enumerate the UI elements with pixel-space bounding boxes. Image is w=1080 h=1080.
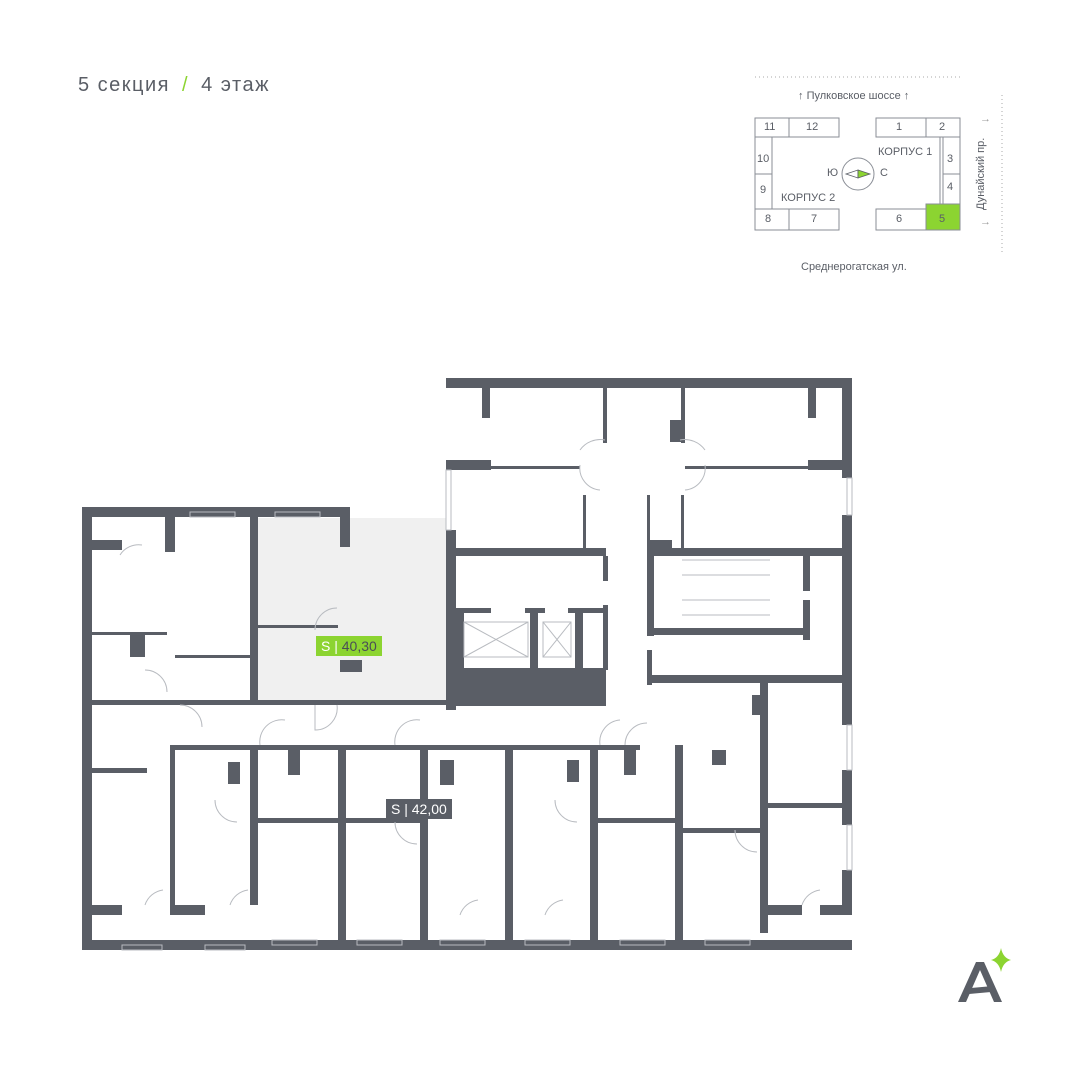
apartment-area-badge-selected[interactable]: S | 40,30 (316, 636, 382, 656)
title-separator: / (182, 74, 190, 96)
key-section-label: 3 (947, 153, 954, 165)
compass-north-label: С (880, 167, 888, 179)
key-section-label: 6 (896, 213, 903, 225)
key-section-label: 2 (939, 121, 946, 133)
apartment-type: S (391, 801, 401, 817)
key-section-label: 12 (806, 121, 819, 133)
compass-south-label: Ю (827, 167, 839, 179)
brand-logo (958, 948, 1011, 1002)
key-section-label: 8 (765, 213, 772, 225)
selected-apartment-area[interactable] (258, 518, 446, 700)
apartment-area: 40,30 (341, 638, 377, 654)
key-section-label: 10 (757, 153, 770, 165)
key-section-5-selected[interactable] (925, 203, 961, 231)
key-section-label: 5 (939, 213, 946, 225)
page-title: 5 секция / 4 этаж (78, 74, 270, 97)
key-section-label: 11 (764, 121, 776, 133)
street-top-text: Пулковское шоссе (806, 90, 901, 102)
key-section-label: 9 (760, 184, 767, 196)
apartment-area-badge[interactable]: S | 42,00 (386, 799, 452, 819)
key-plan-map (754, 76, 1003, 255)
building-1-label: КОРПУС 1 (878, 146, 933, 158)
key-section-7[interactable] (788, 208, 840, 231)
key-section-label: 7 (811, 213, 818, 225)
walls (82, 378, 852, 950)
arrow-right-icon: → (980, 216, 991, 228)
section-label: 5 секция (78, 74, 171, 96)
key-section-label: 1 (896, 121, 903, 133)
apartment-type: S (321, 638, 331, 654)
sparkle-icon (991, 948, 1011, 972)
doors-and-windows (119, 439, 853, 951)
building-2-label: КОРПУС 2 (781, 192, 836, 204)
arrow-right-icon: → (980, 113, 991, 125)
key-section-label: 4 (947, 181, 954, 193)
floor-label: 4 этаж (201, 74, 270, 96)
street-bottom-label: Среднерогатская ул. (801, 261, 907, 273)
apartment-area: 42,00 (411, 801, 447, 817)
street-top-label: ↑ Пулковское шоссе ↑ (798, 90, 910, 102)
